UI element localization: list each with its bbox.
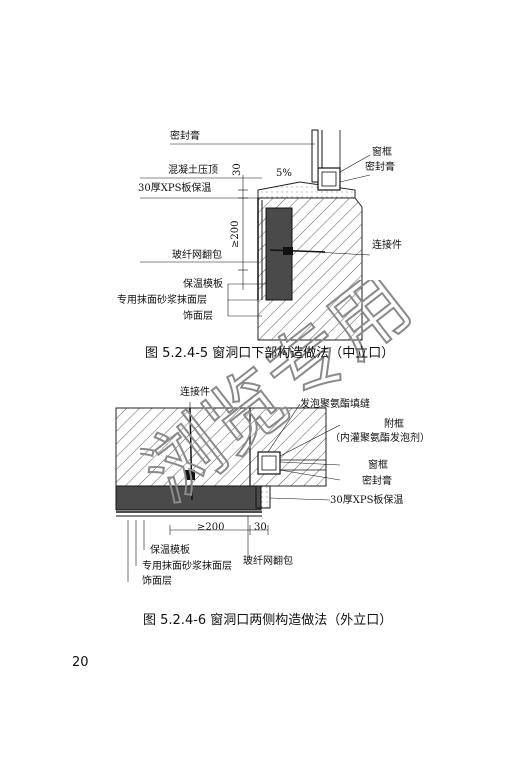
label-sub-frame-note: （内灌聚氨酯发泡剂） (330, 433, 430, 444)
label-finish-layer: 饰面层 (183, 311, 213, 322)
label-dim-200-2: ≥200 (197, 522, 225, 533)
label-mortar-layer-2: 专用抹面砂浆抹面层 (142, 561, 232, 572)
label-window-frame-2: 窗框 (368, 460, 388, 471)
label-xps-insulation-2: 30厚XPS板保温 (330, 495, 404, 506)
label-dim-30: 30 (232, 163, 243, 176)
label-mesh-wrap: 玻纤网翻包 (172, 250, 222, 261)
label-concrete-coping: 混凝土压顶 (168, 165, 218, 176)
figure2-drawing (115, 402, 341, 582)
label-sealant-top: 密封膏 (170, 131, 200, 142)
label-window-frame: 窗框 (372, 147, 392, 158)
watermark: 浏览专用 (140, 280, 429, 521)
label-sealant-2: 密封膏 (362, 476, 392, 487)
page-number: 20 (72, 655, 89, 670)
label-connector: 连接件 (372, 240, 402, 251)
label-xps-insulation: 30厚XPS板保温 (138, 183, 212, 194)
label-dim-200: ≥200 (230, 220, 241, 248)
figure1-drawing (140, 129, 371, 341)
label-slope: 5% (276, 168, 292, 179)
figure2-caption: 图 5.2.4-6 窗洞口两侧构造做法（外立口） (143, 613, 393, 628)
label-connector-2: 连接件 (180, 387, 210, 398)
figure1-caption: 图 5.2.4-5 窗洞口下部构造做法（中立口） (145, 346, 395, 361)
label-dim-30-2: 30 (254, 522, 267, 533)
label-sealant-right: 密封膏 (365, 162, 395, 173)
label-insulation-formwork: 保温模板 (183, 279, 223, 290)
label-finish-layer-2: 饰面层 (142, 576, 172, 587)
label-insulation-formwork-2: 保温模板 (150, 545, 190, 556)
label-mortar-layer: 专用抹面砂浆抹面层 (117, 295, 207, 306)
label-mesh-wrap-2: 玻纤网翻包 (243, 556, 293, 567)
label-sub-frame: 附框 (384, 419, 404, 430)
label-pu-foam: 发泡聚氨酯填缝 (300, 399, 370, 410)
